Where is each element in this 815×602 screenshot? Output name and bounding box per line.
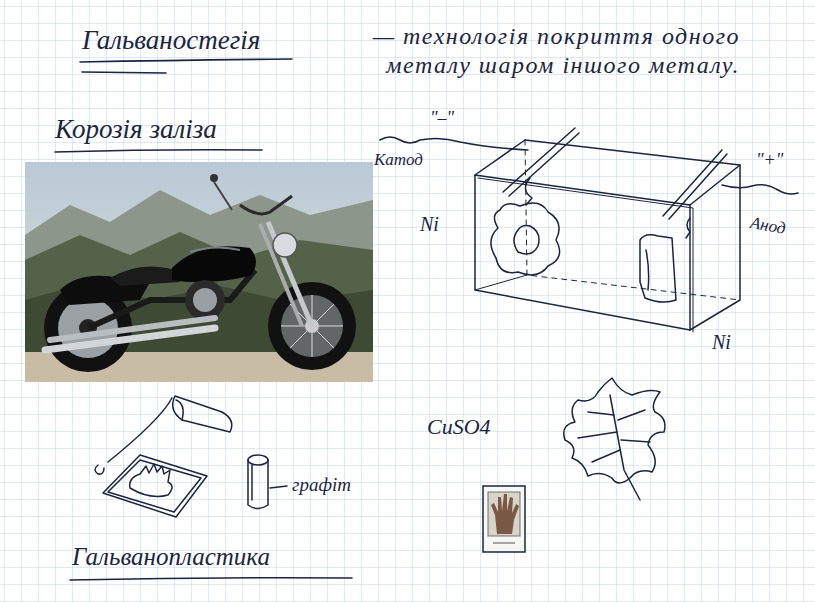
definition-text: — технологія покриття одного металу шаро… bbox=[300, 22, 740, 80]
electrode-name: Анод bbox=[748, 213, 787, 239]
electroplating-bath bbox=[380, 128, 798, 332]
section-heading: Гальванопластика bbox=[72, 542, 270, 572]
hand-print-picture bbox=[483, 486, 525, 552]
section-heading: Корозія заліза bbox=[55, 113, 217, 145]
material-label: графіт bbox=[292, 474, 351, 497]
galvanoplasty-sketch bbox=[95, 396, 287, 517]
metal-symbol: Ni bbox=[712, 330, 731, 354]
polarity-sign: "–" bbox=[430, 108, 454, 130]
leaf-drawing bbox=[564, 378, 665, 500]
electrode-name: Катод bbox=[374, 150, 423, 170]
polarity-sign: "+" bbox=[756, 150, 783, 172]
metal-symbol: Ni bbox=[420, 212, 439, 236]
formula-text: CuSO4 bbox=[427, 414, 491, 440]
motorcycle-photo bbox=[25, 162, 373, 382]
page-title: Гальваностегія bbox=[82, 24, 260, 56]
